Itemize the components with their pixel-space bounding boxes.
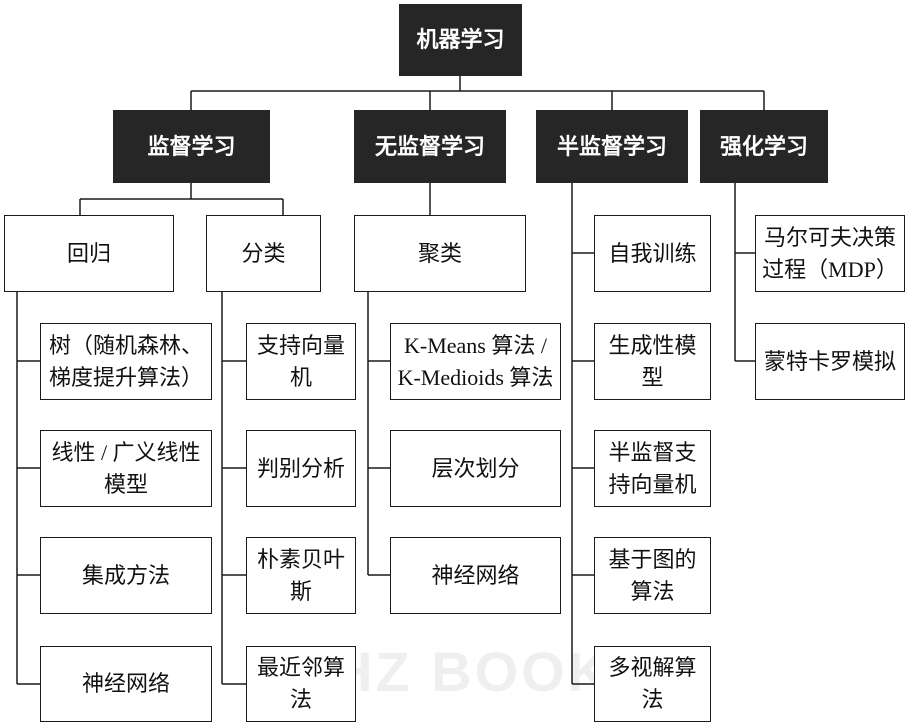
node-semi-supervised-learning: 半监督学习 xyxy=(536,110,688,183)
node-label: 监督学习 xyxy=(147,133,236,159)
node-label: 半监督支持向量机 xyxy=(608,439,697,497)
node-svm: 支持向量机 xyxy=(246,323,356,400)
node-label: 生成性模型 xyxy=(608,332,697,390)
node-semi-supervised-svm: 半监督支持向量机 xyxy=(594,430,711,507)
node-clustering: 聚类 xyxy=(354,215,526,292)
node-graph-based-algorithms: 基于图的算法 xyxy=(594,537,711,614)
node-reinforcement-learning: 强化学习 xyxy=(700,110,828,183)
node-nearest-neighbor: 最近邻算法 xyxy=(246,646,356,722)
node-supervised-learning: 监督学习 xyxy=(113,110,270,183)
node-label: 层次划分 xyxy=(431,455,520,481)
node-monte-carlo-simulation: 蒙特卡罗模拟 xyxy=(755,323,905,400)
node-label: 机器学习 xyxy=(416,27,505,52)
node-kmeans-kmedoids: K-Means 算法 / K-Medioids 算法 xyxy=(390,323,561,400)
node-label: 朴素贝叶斯 xyxy=(256,546,345,604)
node-label: 马尔可夫决策过程（MDP） xyxy=(762,224,898,282)
node-label: K-Means 算法 / K-Medioids 算法 xyxy=(397,332,554,390)
node-label: 判别分析 xyxy=(256,455,345,481)
node-regression: 回归 xyxy=(4,215,174,292)
node-mdp: 马尔可夫决策过程（MDP） xyxy=(755,215,905,292)
node-label: 半监督学习 xyxy=(556,133,667,159)
node-ensemble-methods: 集成方法 xyxy=(40,537,212,614)
node-hierarchical-clustering: 层次划分 xyxy=(390,430,561,507)
node-neural-network-clustering: 神经网络 xyxy=(390,537,561,614)
node-label: 无监督学习 xyxy=(374,133,485,159)
node-label: 多视解算法 xyxy=(608,655,697,712)
node-machine-learning: 机器学习 xyxy=(399,4,522,76)
node-label: 线性 / 广义线性模型 xyxy=(51,439,201,497)
node-tree-methods: 树（随机森林、梯度提升算法） xyxy=(40,323,212,400)
node-discriminant-analysis: 判别分析 xyxy=(246,430,356,507)
node-label: 聚类 xyxy=(417,240,462,266)
node-generative-models: 生成性模型 xyxy=(594,323,711,400)
node-multi-view-algorithms: 多视解算法 xyxy=(594,646,711,722)
node-label: 神经网络 xyxy=(81,671,170,696)
node-label: 基于图的算法 xyxy=(608,546,697,604)
node-label: 分类 xyxy=(241,240,286,266)
node-label: 自我训练 xyxy=(608,240,697,266)
node-neural-network-regression: 神经网络 xyxy=(40,646,212,722)
node-self-training: 自我训练 xyxy=(594,215,711,292)
node-label: 强化学习 xyxy=(719,133,808,159)
node-label: 集成方法 xyxy=(81,562,170,588)
node-classification: 分类 xyxy=(206,215,321,292)
node-unsupervised-learning: 无监督学习 xyxy=(354,110,506,183)
node-label: 最近邻算法 xyxy=(256,655,345,712)
node-label: 回归 xyxy=(66,240,111,266)
node-label: 神经网络 xyxy=(431,562,520,588)
node-naive-bayes: 朴素贝叶斯 xyxy=(246,537,356,614)
node-label: 蒙特卡罗模拟 xyxy=(763,348,896,374)
node-label: 树（随机森林、梯度提升算法） xyxy=(48,332,203,390)
node-label: 支持向量机 xyxy=(256,332,345,390)
node-linear-models: 线性 / 广义线性模型 xyxy=(40,430,212,507)
